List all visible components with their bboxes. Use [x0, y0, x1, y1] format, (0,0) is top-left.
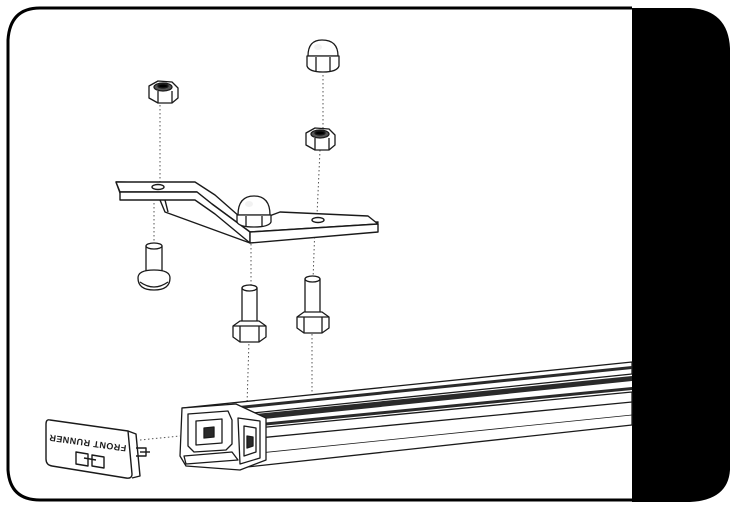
bracket-dome-cap [236, 195, 272, 228]
diagram-frame [6, 6, 632, 502]
hex-nut-right [305, 127, 336, 151]
rail-end-cap [45, 419, 150, 479]
hex-bolt-right [296, 275, 330, 334]
alignment-lines [139, 75, 324, 441]
mounting-bracket [115, 181, 379, 244]
hex-bolt-middle [232, 284, 267, 343]
dome-cap-nut [306, 39, 340, 73]
hex-nut-left [148, 80, 179, 104]
right-sidebar [632, 8, 730, 502]
aluminium-rail [179, 361, 633, 471]
round-head-bolt [137, 242, 171, 291]
